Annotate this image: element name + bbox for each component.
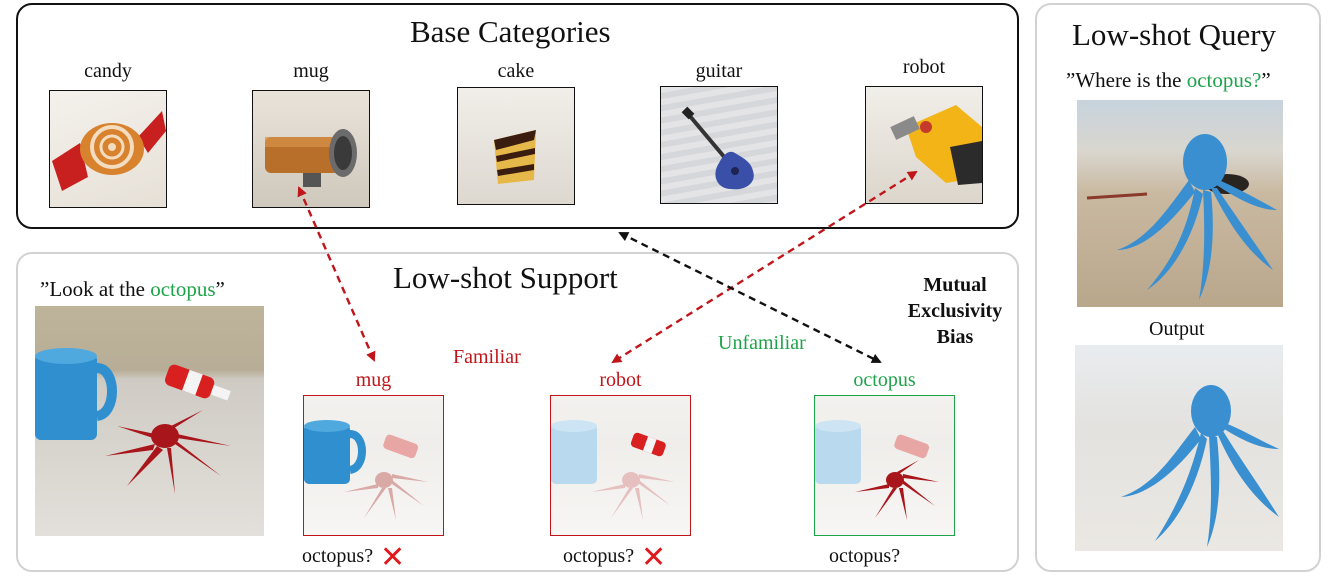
- robot-image: [865, 86, 983, 204]
- candidate-question-mug: octopus?: [302, 545, 374, 567]
- familiar-label: Familiar: [453, 346, 521, 368]
- mutual-exclusivity-bias-label: Mutual Exclusivity Bias: [907, 274, 1003, 348]
- reject-x-icon: ✕: [641, 540, 667, 575]
- base-categories-title: Base Categories: [410, 14, 611, 49]
- category-label-candy: candy: [84, 60, 132, 82]
- candidate-image-mug: [303, 395, 444, 536]
- candidate-label-robot: robot: [599, 369, 642, 391]
- output-label: Output: [1149, 318, 1205, 340]
- category-label-guitar: guitar: [695, 60, 743, 82]
- low-shot-query-title: Low-shot Query: [1072, 17, 1277, 52]
- candidate-label-octopus: octopus: [853, 369, 916, 391]
- output-image: [1075, 345, 1283, 551]
- candidate-image-octopus: [814, 395, 955, 536]
- mug-image: [252, 90, 370, 208]
- candidate-question-robot: octopus?: [563, 545, 635, 567]
- reject-x-icon: ✕: [380, 540, 406, 575]
- candy-image: [49, 90, 167, 208]
- category-label-cake: cake: [497, 60, 535, 82]
- category-label-mug: mug: [293, 60, 329, 82]
- category-label-robot: robot: [902, 56, 946, 78]
- support-scene-image: [35, 306, 264, 536]
- low-shot-support-title: Low-shot Support: [393, 260, 618, 295]
- query-image: [1077, 100, 1283, 307]
- cake-image: [457, 87, 575, 205]
- candidate-label-mug: mug: [355, 369, 392, 391]
- candidate-question-octopus: octopus?: [829, 545, 901, 567]
- unfamiliar-label: Unfamiliar: [718, 332, 806, 354]
- guitar-image: [660, 86, 778, 204]
- query-prompt: ”Where is the octopus?”: [1066, 68, 1271, 92]
- support-prompt: ”Look at the octopus”: [40, 277, 225, 301]
- candidate-image-robot: [550, 395, 691, 536]
